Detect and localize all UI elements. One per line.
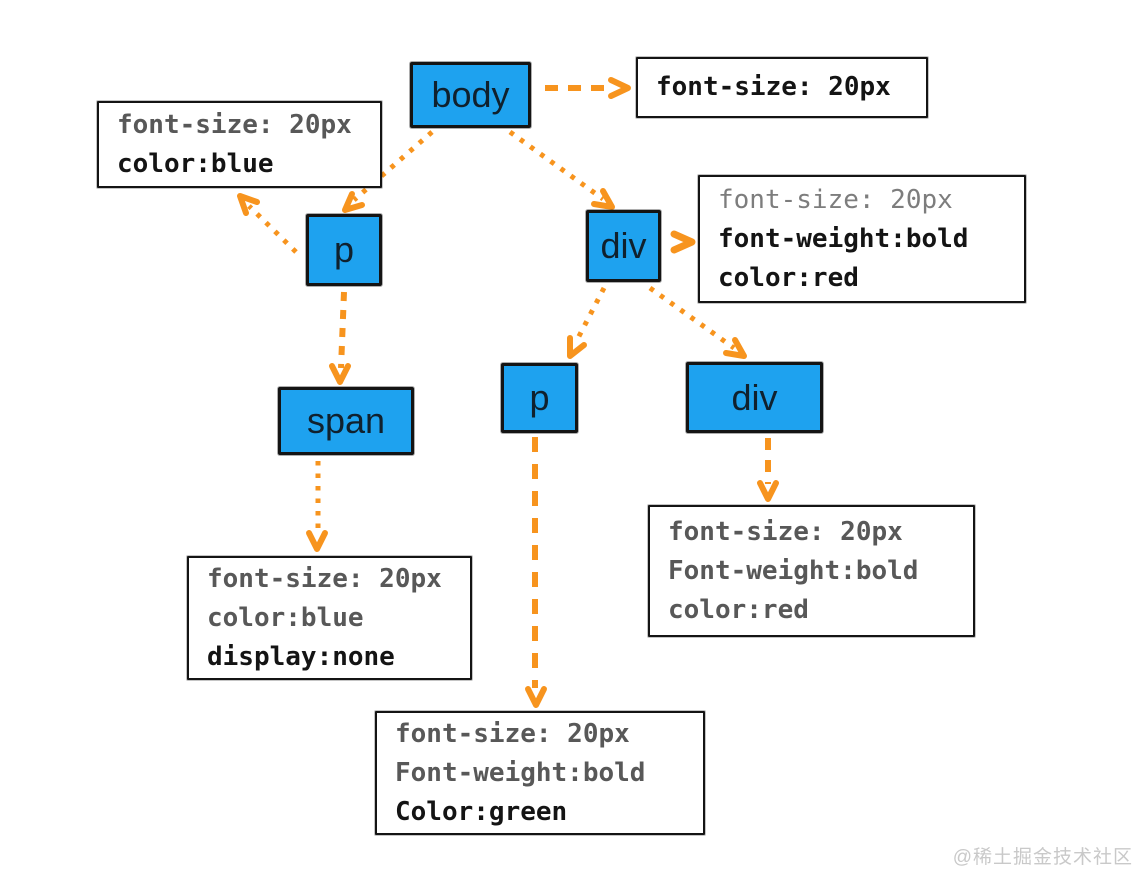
- node-p2: p: [501, 363, 578, 433]
- rule-line: color:red: [668, 594, 809, 625]
- node-body-label: body: [431, 74, 510, 115]
- watermark: @稀土掘金技术社区: [952, 847, 1133, 868]
- edge-div2-to-div2-rule: [757, 438, 779, 502]
- rule-line: font-size: 20px: [395, 718, 630, 749]
- rule-line: font-size: 20px: [656, 72, 891, 102]
- edge-p-to-p-rule: [237, 193, 298, 254]
- rule-box-p: font-size: 20px color:blue: [97, 101, 382, 188]
- edge-body-to-body-rule: [545, 77, 631, 99]
- rule-line: font-size: 20px: [668, 516, 903, 547]
- edge-span-to-span-rule: [306, 461, 328, 552]
- edge-div-to-p2: [567, 286, 607, 359]
- node-div2-label: div: [731, 376, 778, 418]
- rule-box-body: font-size: 20px: [636, 57, 928, 118]
- node-div2: div: [686, 362, 823, 433]
- rule-line: color:red: [718, 262, 859, 293]
- rule-line: font-size: 20px: [207, 563, 442, 594]
- rule-box-span: font-size: 20px color:blue display:none: [187, 556, 472, 680]
- rule-line: font-size: 20px: [718, 184, 953, 215]
- rule-line: color:blue: [207, 602, 364, 633]
- rule-box-div2: font-size: 20px Font-weight:bold color:r…: [648, 505, 975, 637]
- rule-line: font-weight:bold: [718, 223, 969, 254]
- rule-line: display:none: [207, 641, 395, 672]
- edge-body-to-div: [508, 129, 615, 210]
- rule-box-p2: font-size: 20px Font-weight:bold Color:g…: [375, 711, 705, 835]
- node-p: p: [306, 214, 382, 286]
- rule-line: font-size: 20px: [117, 109, 352, 140]
- rule-line: Color:green: [395, 796, 568, 827]
- rule-line: Font-weight:bold: [668, 555, 919, 586]
- rule-line: color:blue: [117, 148, 274, 179]
- edge-p-to-span: [329, 291, 351, 385]
- node-span: span: [278, 387, 414, 455]
- node-p2-label: p: [529, 377, 550, 418]
- edge-div-to-div-rule: [670, 230, 696, 254]
- rule-line: Font-weight:bold: [395, 757, 646, 788]
- node-span-label: span: [306, 400, 386, 441]
- node-p-label: p: [333, 229, 355, 270]
- node-div-label: div: [600, 225, 647, 266]
- edge-p2-to-p2-rule: [525, 437, 547, 708]
- node-div: div: [586, 210, 661, 282]
- node-body: body: [410, 62, 531, 128]
- rule-box-div: font-size: 20px font-weight:bold color:r…: [698, 175, 1026, 303]
